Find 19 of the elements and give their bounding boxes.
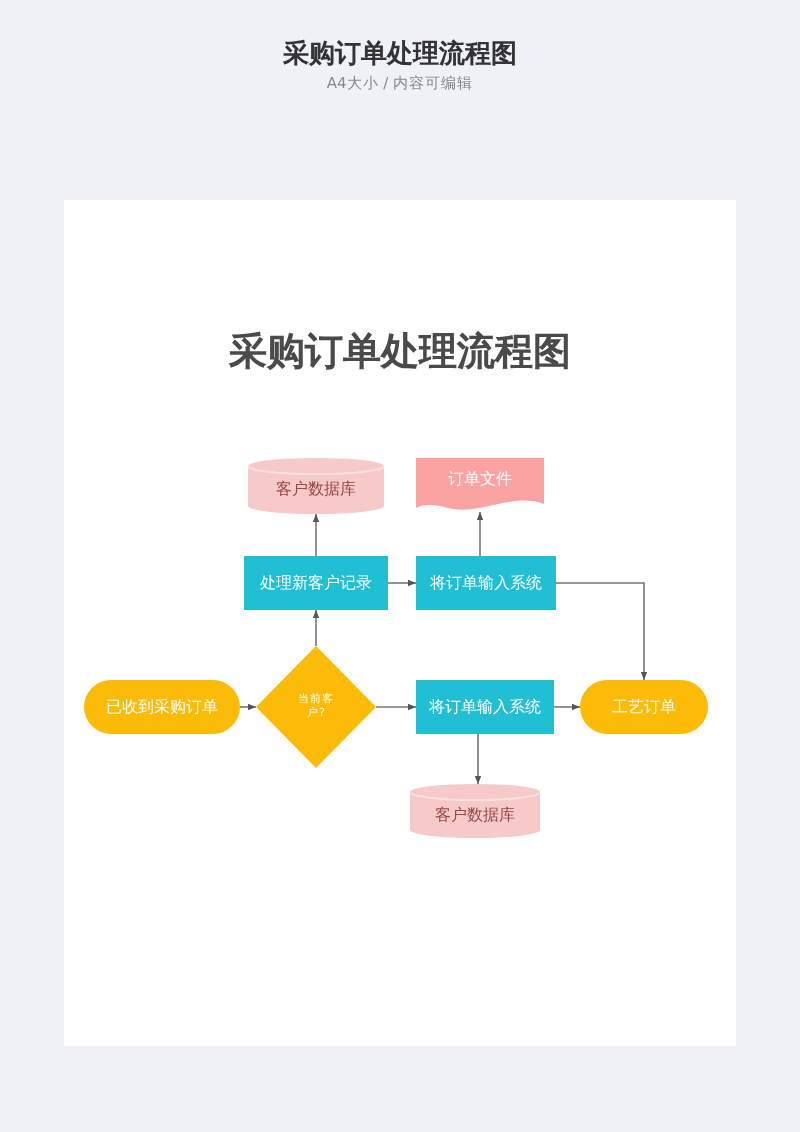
arrow (553, 703, 581, 711)
arrow (312, 609, 320, 647)
arrow (476, 511, 484, 557)
terminal-shape: 已收到采购订单 (84, 680, 240, 734)
process-box: 将订单输入系统 (416, 556, 556, 610)
arrow (387, 579, 417, 587)
arrow (474, 733, 482, 785)
database-cylinder: 客户数据库 (410, 784, 540, 838)
process-box: 处理新客户记录 (244, 556, 388, 610)
process-box: 将订单输入系统 (416, 680, 554, 734)
terminal-shape: 工艺订单 (580, 680, 708, 734)
arrow (239, 703, 257, 711)
database-cylinder: 客户数据库 (248, 458, 384, 514)
arrow (375, 703, 417, 711)
page-title: 采购订单处理流程图 (281, 37, 519, 72)
document-shape: 订单文件 (416, 458, 544, 512)
diagram-title: 采购订单处理流程图 (227, 328, 573, 378)
arrow (312, 513, 320, 557)
arrow (555, 582, 648, 681)
